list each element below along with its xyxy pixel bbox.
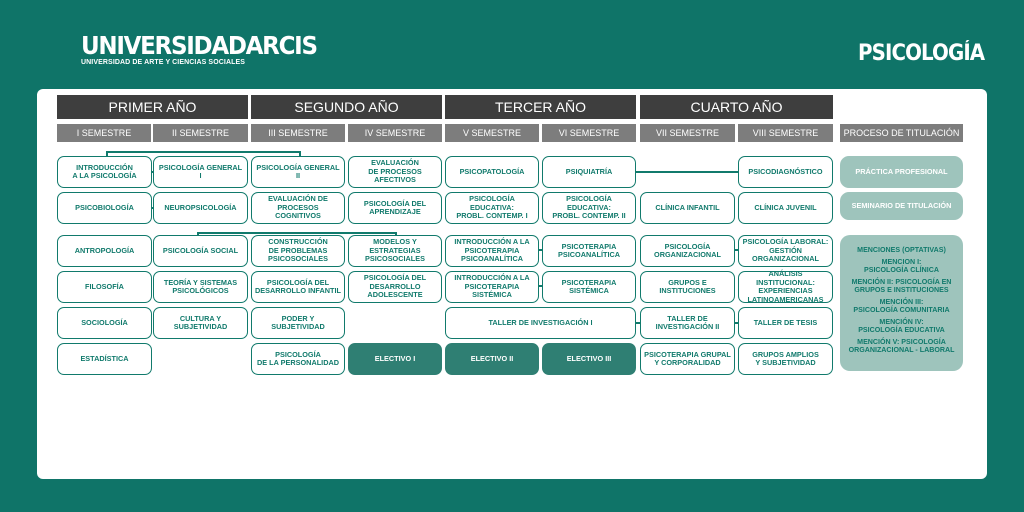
university-logo: UNIVERSIDADARCIS UNIVERSIDAD DE ARTE Y C… — [81, 31, 337, 67]
program-title: PSICOLOGÍA — [857, 41, 985, 66]
course-cultura-subjetividad: CULTURA Y SUBJETIVIDAD — [153, 307, 248, 339]
course-psicologia-social: PSICOLOGÍA SOCIAL — [153, 235, 248, 267]
logo-subtitle: UNIVERSIDAD DE ARTE Y CIENCIAS SOCIALES — [81, 59, 246, 66]
course-evaluacion-afectivos: EVALUACIÓN DE PROCESOS AFECTIVOS — [348, 156, 442, 188]
course-neuropsicologia: NEUROPSICOLOGÍA — [153, 192, 248, 224]
semester-header-3: III SEMESTRE — [251, 124, 345, 142]
course-psicoterapia-psicoanalitica: PSICOTERAPIA PSICOANALÍTICA — [542, 235, 636, 267]
course-intro-psicologia: INTRODUCCIÓN A LA PSICOLOGÍA — [57, 156, 152, 188]
semester-header-5: V SEMESTRE — [445, 124, 539, 142]
connector-line — [537, 285, 544, 287]
connector-line — [151, 207, 154, 209]
connector-line — [151, 171, 154, 173]
menciones-title: MENCIONES (OPTATIVAS) — [857, 246, 946, 254]
course-electivo-1: ELECTIVO I — [348, 343, 442, 375]
practica-profesional: PRÁCTICA PROFESIONAL — [840, 156, 963, 188]
course-desarrollo-adolescente: PSICOLOGÍA DEL DESARROLLO ADOLESCENTE — [348, 271, 442, 303]
course-psicobiologia: PSICOBIOLOGÍA — [57, 192, 152, 224]
course-psicopatologia: PSICOPATOLOGÍA — [445, 156, 539, 188]
mencion-1: MENCION I: PSICOLOGÍA CLÍNICA — [863, 258, 939, 274]
curriculum-panel: PRIMER AÑO SEGUNDO AÑO TERCER AÑO CUARTO… — [37, 89, 987, 479]
year-header-3: TERCER AÑO — [445, 95, 636, 119]
course-grupos-instituciones: GRUPOS E INSTITUCIONES — [640, 271, 735, 303]
mencion-4: MENCIÓN IV: PSICOLOGÍA EDUCATIVA — [858, 318, 945, 334]
course-poder-subjetividad: PODER Y SUBJETIVIDAD — [251, 307, 345, 339]
mencion-3: MENCIÓN III: PSICOLOGÍA COMUNITARIA — [853, 298, 950, 314]
connector-line — [732, 322, 740, 324]
connector-line — [537, 249, 544, 251]
course-taller-investigacion-1: TALLER DE INVESTIGACIÓN I — [445, 307, 636, 339]
connector-line — [634, 322, 640, 324]
connector-line — [106, 151, 300, 153]
course-modelos-estrategias: MODELOS Y ESTRATEGIAS PSICOSOCIALES — [348, 235, 442, 267]
course-intro-sistemica: INTRODUCCIÓN A LA PSICOTERAPIA SISTÉMICA — [445, 271, 539, 303]
course-psiquiatria: PSIQUIATRÍA — [542, 156, 636, 188]
course-psicologia-organizacional: PSICOLOGÍA ORGANIZACIONAL — [640, 235, 735, 267]
course-psicologia-general-2: PSICOLOGÍA GENERAL II — [251, 156, 345, 188]
course-electivo-2: ELECTIVO II — [445, 343, 539, 375]
course-educativa-1: PSICOLOGÍA EDUCATIVA: PROBL. CONTEMP. I — [445, 192, 539, 224]
course-grupos-amplios: GRUPOS AMPLIOS Y SUBJETIVIDAD — [738, 343, 833, 375]
seminario-titulacion: SEMINARIO DE TITULACIÓN — [840, 192, 963, 220]
semester-header-8: VIII SEMESTRE — [738, 124, 833, 142]
semester-header-7: VII SEMESTRE — [640, 124, 735, 142]
connector-line — [197, 232, 397, 234]
semester-header-1: I SEMESTRE — [57, 124, 151, 142]
course-desarrollo-infantil: PSICOLOGÍA DEL DESARROLLO INFANTIL — [251, 271, 345, 303]
course-electivo-3: ELECTIVO III — [542, 343, 636, 375]
menciones-box: MENCIONES (OPTATIVAS) MENCION I: PSICOLO… — [840, 235, 963, 371]
course-construccion-problemas: CONSTRUCCIÓN DE PROBLEMAS PSICOSOCIALES — [251, 235, 345, 267]
course-clinica-juvenil: CLÍNICA JUVENIL — [738, 192, 833, 224]
year-header-1: PRIMER AÑO — [57, 95, 248, 119]
course-intro-psicoanalitica: INTRODUCCIÓN A LA PSICOTERAPIA PSICOANAL… — [445, 235, 539, 267]
course-filosofia: FILOSOFÍA — [57, 271, 152, 303]
connector-line — [106, 151, 108, 157]
course-antropologia: ANTROPOLOGÍA — [57, 235, 152, 267]
year-header-2: SEGUNDO AÑO — [251, 95, 442, 119]
course-psicologia-personalidad: PSICOLOGÍA DE LA PERSONALIDAD — [251, 343, 345, 375]
mencion-5: MENCIÓN V: PSICOLOGÍA ORGANIZACIONAL - L… — [848, 338, 955, 354]
course-psicoterapia-grupal: PSICOTERAPIA GRUPAL Y CORPORALIDAD — [640, 343, 735, 375]
semester-header-2: II SEMESTRE — [153, 124, 248, 142]
connector-line — [634, 171, 739, 173]
course-taller-tesis: TALLER DE TESIS — [738, 307, 833, 339]
course-psicologia-laboral: PSICOLOGÍA LABORAL: GESTIÓN ORGANIZACION… — [738, 235, 833, 267]
course-evaluacion-cognitivos: EVALUACIÓN DE PROCESOS COGNITIVOS — [251, 192, 345, 224]
course-psicoterapia-sistemica: PSICOTERAPIA SISTÉMICA — [542, 271, 636, 303]
year-header-4: CUARTO AÑO — [640, 95, 833, 119]
course-psicologia-aprendizaje: PSICOLOGÍA DEL APRENDIZAJE — [348, 192, 442, 224]
logo-wordmark: UNIVERSIDADARCIS — [81, 31, 318, 60]
semester-header-6: VI SEMESTRE — [542, 124, 636, 142]
semester-header-4: IV SEMESTRE — [348, 124, 442, 142]
connector-line — [299, 151, 301, 157]
course-psicodiagnostico: PSICODIAGNÓSTICO — [738, 156, 833, 188]
course-estadistica: ESTADÍSTICA — [57, 343, 152, 375]
course-sociologia: SOCIOLOGÍA — [57, 307, 152, 339]
connector-line — [732, 249, 740, 251]
course-analisis-institucional: ANÁLISIS INSTITUCIONAL: EXPERIENCIAS LAT… — [738, 269, 833, 303]
course-teoria-sistemas: TEORÍA Y SISTEMAS PSICOLÓGICOS — [153, 271, 248, 303]
course-taller-investigacion-2: TALLER DE INVESTIGACIÓN II — [640, 307, 735, 339]
course-psicologia-general-1: PSICOLOGÍA GENERAL I — [153, 156, 248, 188]
mencion-2: MENCIÓN II: PSICOLOGÍA EN GRUPOS E INSTI… — [851, 278, 952, 294]
course-clinica-infantil: CLÍNICA INFANTIL — [640, 192, 735, 224]
course-educativa-2: PSICOLOGÍA EDUCATIVA: PROBL. CONTEMP. II — [542, 192, 636, 224]
titulacion-header: PROCESO DE TITULACIÓN — [840, 124, 963, 142]
